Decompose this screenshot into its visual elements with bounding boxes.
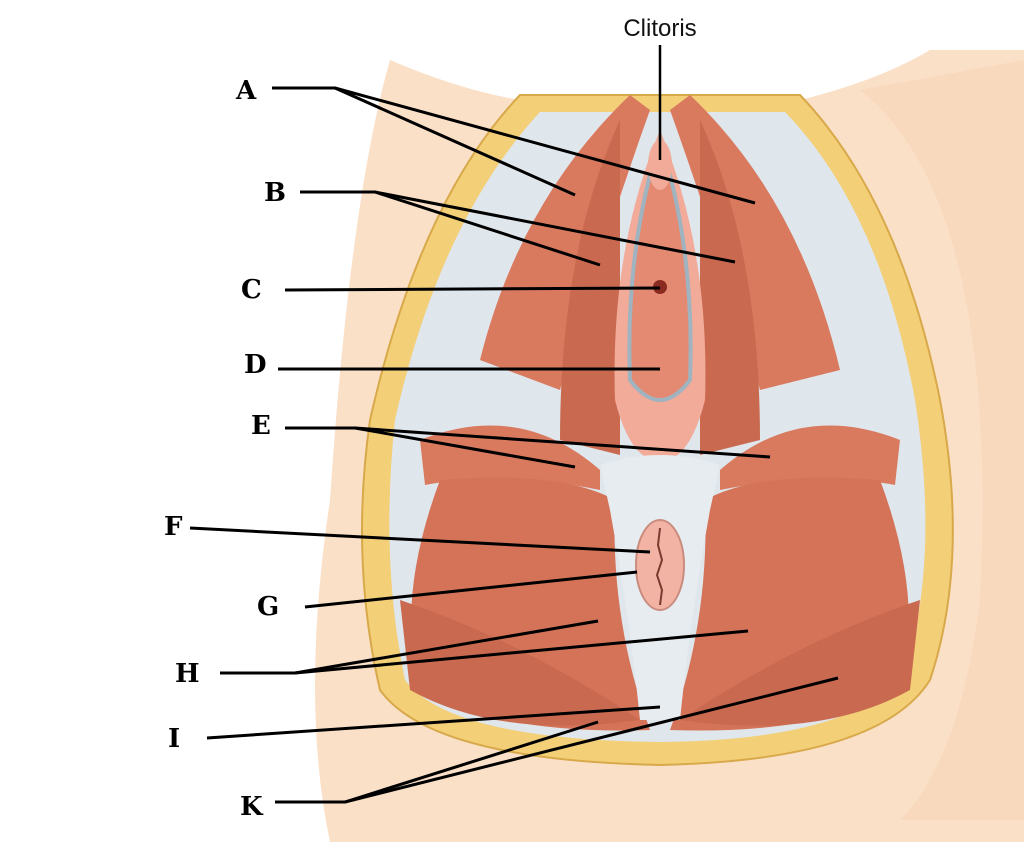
leader-e <box>354 426 771 459</box>
bulbospongiosus-muscle <box>700 120 760 455</box>
leader-i <box>206 705 661 740</box>
anus-fold <box>655 527 664 606</box>
urethral-opening <box>653 280 667 294</box>
leader-a <box>334 86 756 205</box>
label-h: H <box>175 659 200 689</box>
label-g: G <box>257 592 279 622</box>
leader-g <box>304 570 638 609</box>
label-b: B <box>264 178 286 208</box>
label-c: C <box>241 275 262 305</box>
thigh-shade <box>860 60 1024 820</box>
gluteus <box>400 600 640 726</box>
label-i: I <box>168 724 180 754</box>
label-e: E <box>251 411 271 441</box>
clitoris-label: Clitoris <box>623 15 696 42</box>
leader-k <box>344 676 839 804</box>
leader-f <box>189 526 651 554</box>
label-a: A <box>235 76 257 106</box>
label-d: D <box>244 350 267 380</box>
leader-c <box>284 286 661 292</box>
superficial-transverse-perineal <box>720 425 900 490</box>
vaginal-orifice <box>627 133 693 403</box>
gluteus <box>680 600 920 726</box>
leader-h <box>294 629 749 675</box>
label-k: K <box>240 792 264 822</box>
leader-b <box>374 190 736 264</box>
label-f: F <box>164 512 183 542</box>
